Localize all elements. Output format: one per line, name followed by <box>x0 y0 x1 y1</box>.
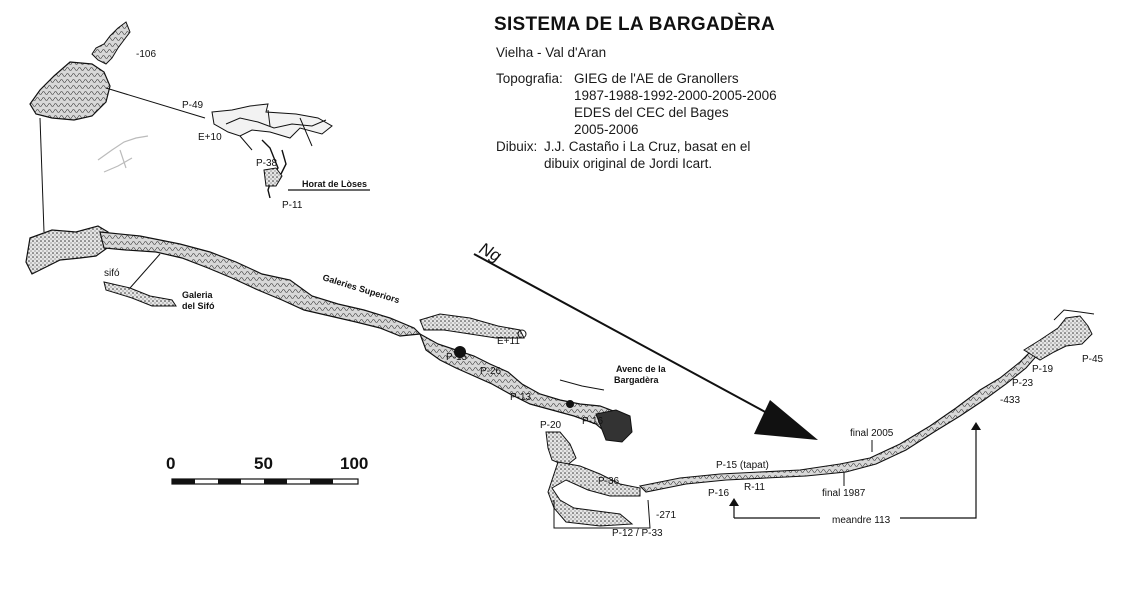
topografia-label: Topografia: <box>496 71 563 86</box>
entrance-shaft-top <box>91 21 131 65</box>
p26-label: P-26 <box>480 366 502 377</box>
e11-marker <box>517 329 527 339</box>
depth-433-label: -433 <box>1000 395 1020 406</box>
north-label: Ng <box>476 239 505 266</box>
main-gallery <box>25 225 1095 529</box>
r11-label: R-11 <box>744 482 765 493</box>
upstream-end <box>1023 315 1093 361</box>
p49-label: P-49 <box>182 100 204 111</box>
entrance-chamber <box>29 61 111 121</box>
scale-bar: 0 50 100 <box>166 454 368 485</box>
pit-p38-chamber <box>263 167 283 187</box>
p12-p33-loop <box>553 499 651 529</box>
dibuix-line-1: J.J. Castaño i La Cruz, basat en el <box>544 139 751 154</box>
p12-p33-label: P-12 / P-33 <box>612 528 663 539</box>
north-arrow: Ng <box>473 239 818 440</box>
p15-pit <box>454 346 466 358</box>
meandre-label: meandre 113 <box>832 515 891 526</box>
p16-upper-label: P-16 <box>582 416 604 427</box>
north-arrow-head <box>754 400 818 440</box>
p16-lower-label: P-16 <box>708 488 730 499</box>
topografia-line-1: GIEG de l'AE de Granollers <box>574 71 739 86</box>
p15-label: P-15 <box>446 352 468 363</box>
survey-line <box>129 253 161 289</box>
p36-label: P-36 <box>598 476 620 487</box>
depth-271-label: -271 <box>656 510 676 521</box>
final-1987-label: final 1987 <box>822 488 866 499</box>
scale-label-50: 50 <box>254 454 273 473</box>
dibuix-line-2: dibuix original de Jordi Icart. <box>544 156 713 171</box>
gallery-to-e11 <box>419 313 525 339</box>
scale-label-0: 0 <box>166 454 175 473</box>
p36-area <box>547 461 641 527</box>
p23-label: P-23 <box>1012 378 1034 389</box>
horat-label: Horat de Lòses <box>302 179 367 189</box>
p16-chamber <box>595 409 633 443</box>
topografia-line-3: EDES del CEC del Bages <box>574 105 729 120</box>
upstream-passage <box>1053 309 1095 321</box>
meandre-arrow-right <box>971 422 981 430</box>
final-2005-label: final 2005 <box>850 428 894 439</box>
meandre-arrow-left <box>729 498 739 506</box>
map-title: SISTEMA DE LA BARGADÈRA <box>494 14 775 35</box>
faint-sketch <box>97 135 149 173</box>
upper-entrance-section <box>29 21 370 233</box>
depth-106-label: -106 <box>136 49 156 60</box>
galeries-superiors <box>99 231 422 337</box>
p19-label: P-19 <box>1032 364 1054 375</box>
location-text: Vielha - Val d'Aran <box>496 45 607 60</box>
galeria-label-1: Galeria <box>182 290 214 300</box>
p45-label: P-45 <box>1082 354 1104 365</box>
pit-marker <box>566 400 574 408</box>
p20-area <box>545 431 577 467</box>
left-chamber <box>25 225 111 275</box>
survey-line <box>39 117 45 233</box>
sifo-gallery <box>103 281 177 307</box>
pit-p38-passage <box>261 139 287 199</box>
e10-label: E+10 <box>198 132 222 143</box>
p13-label: P-13 <box>510 392 532 403</box>
topografia-line-2: 1987-1988-1992-2000-2005-2006 <box>574 88 777 103</box>
avenc-label-2: Bargadèra <box>614 375 660 385</box>
galeries-superiors-label: Galeries Superiors <box>321 272 400 305</box>
scale-label-100: 100 <box>340 454 368 473</box>
p15-tapat-label: P-15 (tapat) <box>716 460 769 471</box>
p38-label: P-38 <box>256 158 278 169</box>
galeria-label-2: del Sifó <box>182 301 215 311</box>
upper-gallery-outline <box>211 103 333 139</box>
upper-gallery-line <box>225 109 327 151</box>
dibuix-label: Dibuix: <box>496 139 538 154</box>
e11-label: E+11 <box>497 336 520 347</box>
avenc-label-1: Avenc de la <box>616 364 667 374</box>
survey-line <box>105 87 206 119</box>
topografia-line-4: 2005-2006 <box>574 122 639 137</box>
avenc-passage <box>559 379 605 391</box>
sifo-label: sifó <box>104 268 120 279</box>
p11-label: P-11 <box>282 200 303 211</box>
lower-meander <box>638 345 1041 493</box>
p20-label: P-20 <box>540 420 562 431</box>
